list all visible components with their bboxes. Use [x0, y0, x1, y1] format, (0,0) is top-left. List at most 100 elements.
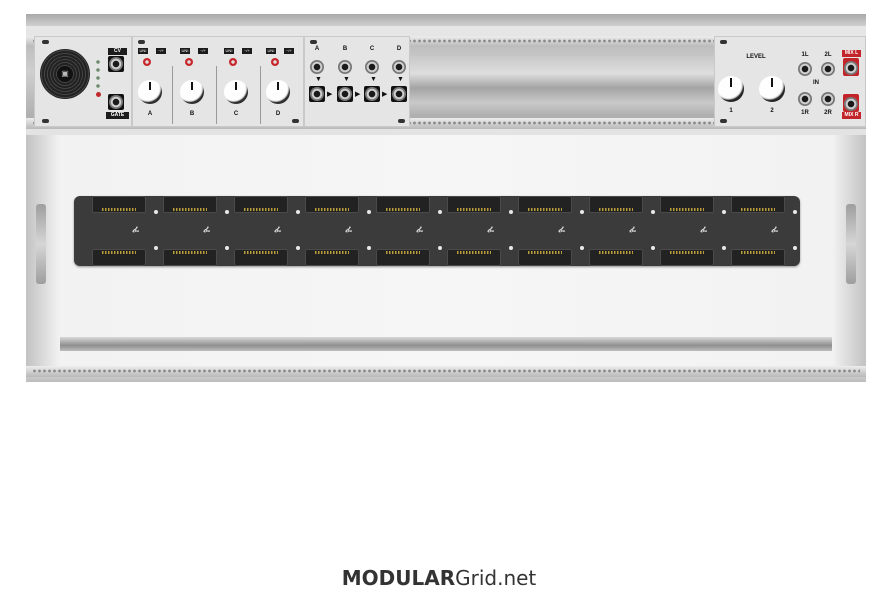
busboard-logo-icon: ፈ: [771, 224, 778, 234]
brand-regular: Grid.net: [455, 566, 537, 590]
mounting-hole: [438, 246, 442, 250]
trimmer-b[interactable]: [185, 58, 193, 66]
mode-switch-bipolar[interactable]: ~/+: [284, 48, 294, 54]
level-knob-2[interactable]: [759, 76, 785, 102]
mounting-hole: [225, 210, 229, 214]
power-header-top: [589, 196, 643, 213]
gate-label: GATE: [106, 112, 129, 119]
rail-row1-bottom: [26, 118, 866, 129]
divider: [216, 66, 217, 124]
level-label: LEVEL: [746, 54, 766, 60]
power-header-bottom: [447, 249, 501, 266]
mode-switch-bipolar[interactable]: ~/+: [242, 48, 252, 54]
arrow-down-icon: ▼: [315, 76, 322, 83]
output-jack-a[interactable]: [309, 86, 325, 102]
mode-switch-uni[interactable]: UNI: [180, 48, 190, 54]
mounting-hole: [651, 246, 655, 250]
trimmer-c[interactable]: [229, 58, 237, 66]
input-2l-label: 2L: [824, 52, 832, 58]
mix-r-label: MIX R: [842, 112, 861, 119]
case-side-right: [846, 204, 856, 284]
speaker-logo-icon: ▣: [57, 66, 73, 82]
mix-l-output-jack[interactable]: [843, 58, 859, 76]
arrow-down-icon: ▼: [343, 76, 350, 83]
jack-label-a: A: [314, 46, 320, 52]
busboard-logo-icon: ፈ: [629, 224, 636, 234]
busboard-logo-icon: ፈ: [203, 224, 210, 234]
level-knob-2-label: 2: [770, 108, 774, 114]
power-header-bottom: [305, 249, 359, 266]
power-header-bottom: [660, 249, 714, 266]
mounting-hole: [580, 210, 584, 214]
input-jack-c[interactable]: [365, 60, 379, 74]
input-1r-label: 1R: [801, 110, 809, 116]
led-column: [96, 58, 100, 88]
mode-switch-uni[interactable]: UNI: [266, 48, 276, 54]
input-jack-1l[interactable]: [798, 62, 812, 76]
input-jack-d[interactable]: [392, 60, 406, 74]
level-knob-1[interactable]: [718, 76, 744, 102]
mounting-hole: [438, 210, 442, 214]
mounting-hole: [154, 246, 158, 250]
screw: [720, 119, 727, 123]
busboard-logo-icon: ፈ: [345, 224, 352, 234]
output-jack-d[interactable]: [391, 86, 407, 102]
channel-label-a: A: [147, 111, 153, 117]
trimmer-d[interactable]: [271, 58, 279, 66]
mounting-hole: [651, 210, 655, 214]
arrow-down-icon: ▼: [397, 76, 404, 83]
knob-d[interactable]: [266, 80, 290, 104]
mode-switch-uni[interactable]: UNI: [224, 48, 234, 54]
output-jack-b[interactable]: [337, 86, 353, 102]
mounting-hole: [509, 210, 513, 214]
power-header-top: [518, 196, 572, 213]
input-jack-2r[interactable]: [821, 92, 835, 106]
input-jack-b[interactable]: [338, 60, 352, 74]
screw: [292, 119, 299, 123]
power-header-bottom: [731, 249, 785, 266]
knob-b[interactable]: [180, 80, 204, 104]
module-mixer[interactable]: LEVEL 1 2 1L 2L IN 1R 2R MIX L MIX R: [714, 36, 866, 127]
busboard-logo-icon: ፈ: [700, 224, 707, 234]
mounting-hole: [367, 210, 371, 214]
rail-row1-top: [26, 36, 866, 47]
screw: [398, 119, 405, 123]
module-jacks[interactable]: A B C D ▼ ▼ ▼ ▼ ▶ ▶ ▶: [304, 36, 410, 127]
knob-a[interactable]: [138, 80, 162, 104]
screw: [42, 40, 49, 44]
output-jack-c[interactable]: [364, 86, 380, 102]
brand-bold: MODULAR: [341, 566, 456, 590]
mode-switch-bipolar[interactable]: ~/+: [156, 48, 166, 54]
jack-label-b: B: [342, 46, 348, 52]
cv-jack[interactable]: [108, 56, 124, 72]
mounting-hole: [722, 210, 726, 214]
power-header-top: [92, 196, 146, 213]
module-quad[interactable]: UNI ~/+ A UNI ~/+ B UNI ~/+ C UNI ~/+ D: [132, 36, 304, 127]
knob-c[interactable]: [224, 80, 248, 104]
busboard-logo-icon: ፈ: [487, 224, 494, 234]
empty-rail-space: [410, 56, 714, 114]
busboard-logo-icon: ፈ: [274, 224, 281, 234]
module-speaker[interactable]: ▣ CV GATE: [34, 36, 132, 127]
mode-switch-uni[interactable]: UNI: [138, 48, 148, 54]
input-jack-a[interactable]: [310, 60, 324, 74]
arrow-right-icon: ▶: [355, 91, 361, 98]
input-jack-2l[interactable]: [821, 62, 835, 76]
input-1l-label: 1L: [801, 52, 809, 58]
mix-r-output-jack[interactable]: [843, 94, 859, 112]
mode-switch-bipolar[interactable]: ~/+: [198, 48, 208, 54]
power-header-top: [234, 196, 288, 213]
trimmer-a[interactable]: [143, 58, 151, 66]
busboard-logo-icon: ፈ: [132, 224, 139, 234]
mounting-hole: [509, 246, 513, 250]
input-jack-1r[interactable]: [798, 92, 812, 106]
gate-jack[interactable]: [108, 94, 124, 110]
mounting-hole: [793, 210, 797, 214]
rail-row2-bottom: [26, 366, 866, 377]
mounting-hole: [722, 246, 726, 250]
power-header-bottom: [163, 249, 217, 266]
mounting-hole: [225, 246, 229, 250]
busboard-logo-icon: ፈ: [416, 224, 423, 234]
power-header-top: [447, 196, 501, 213]
case-top-trim: [26, 14, 866, 26]
